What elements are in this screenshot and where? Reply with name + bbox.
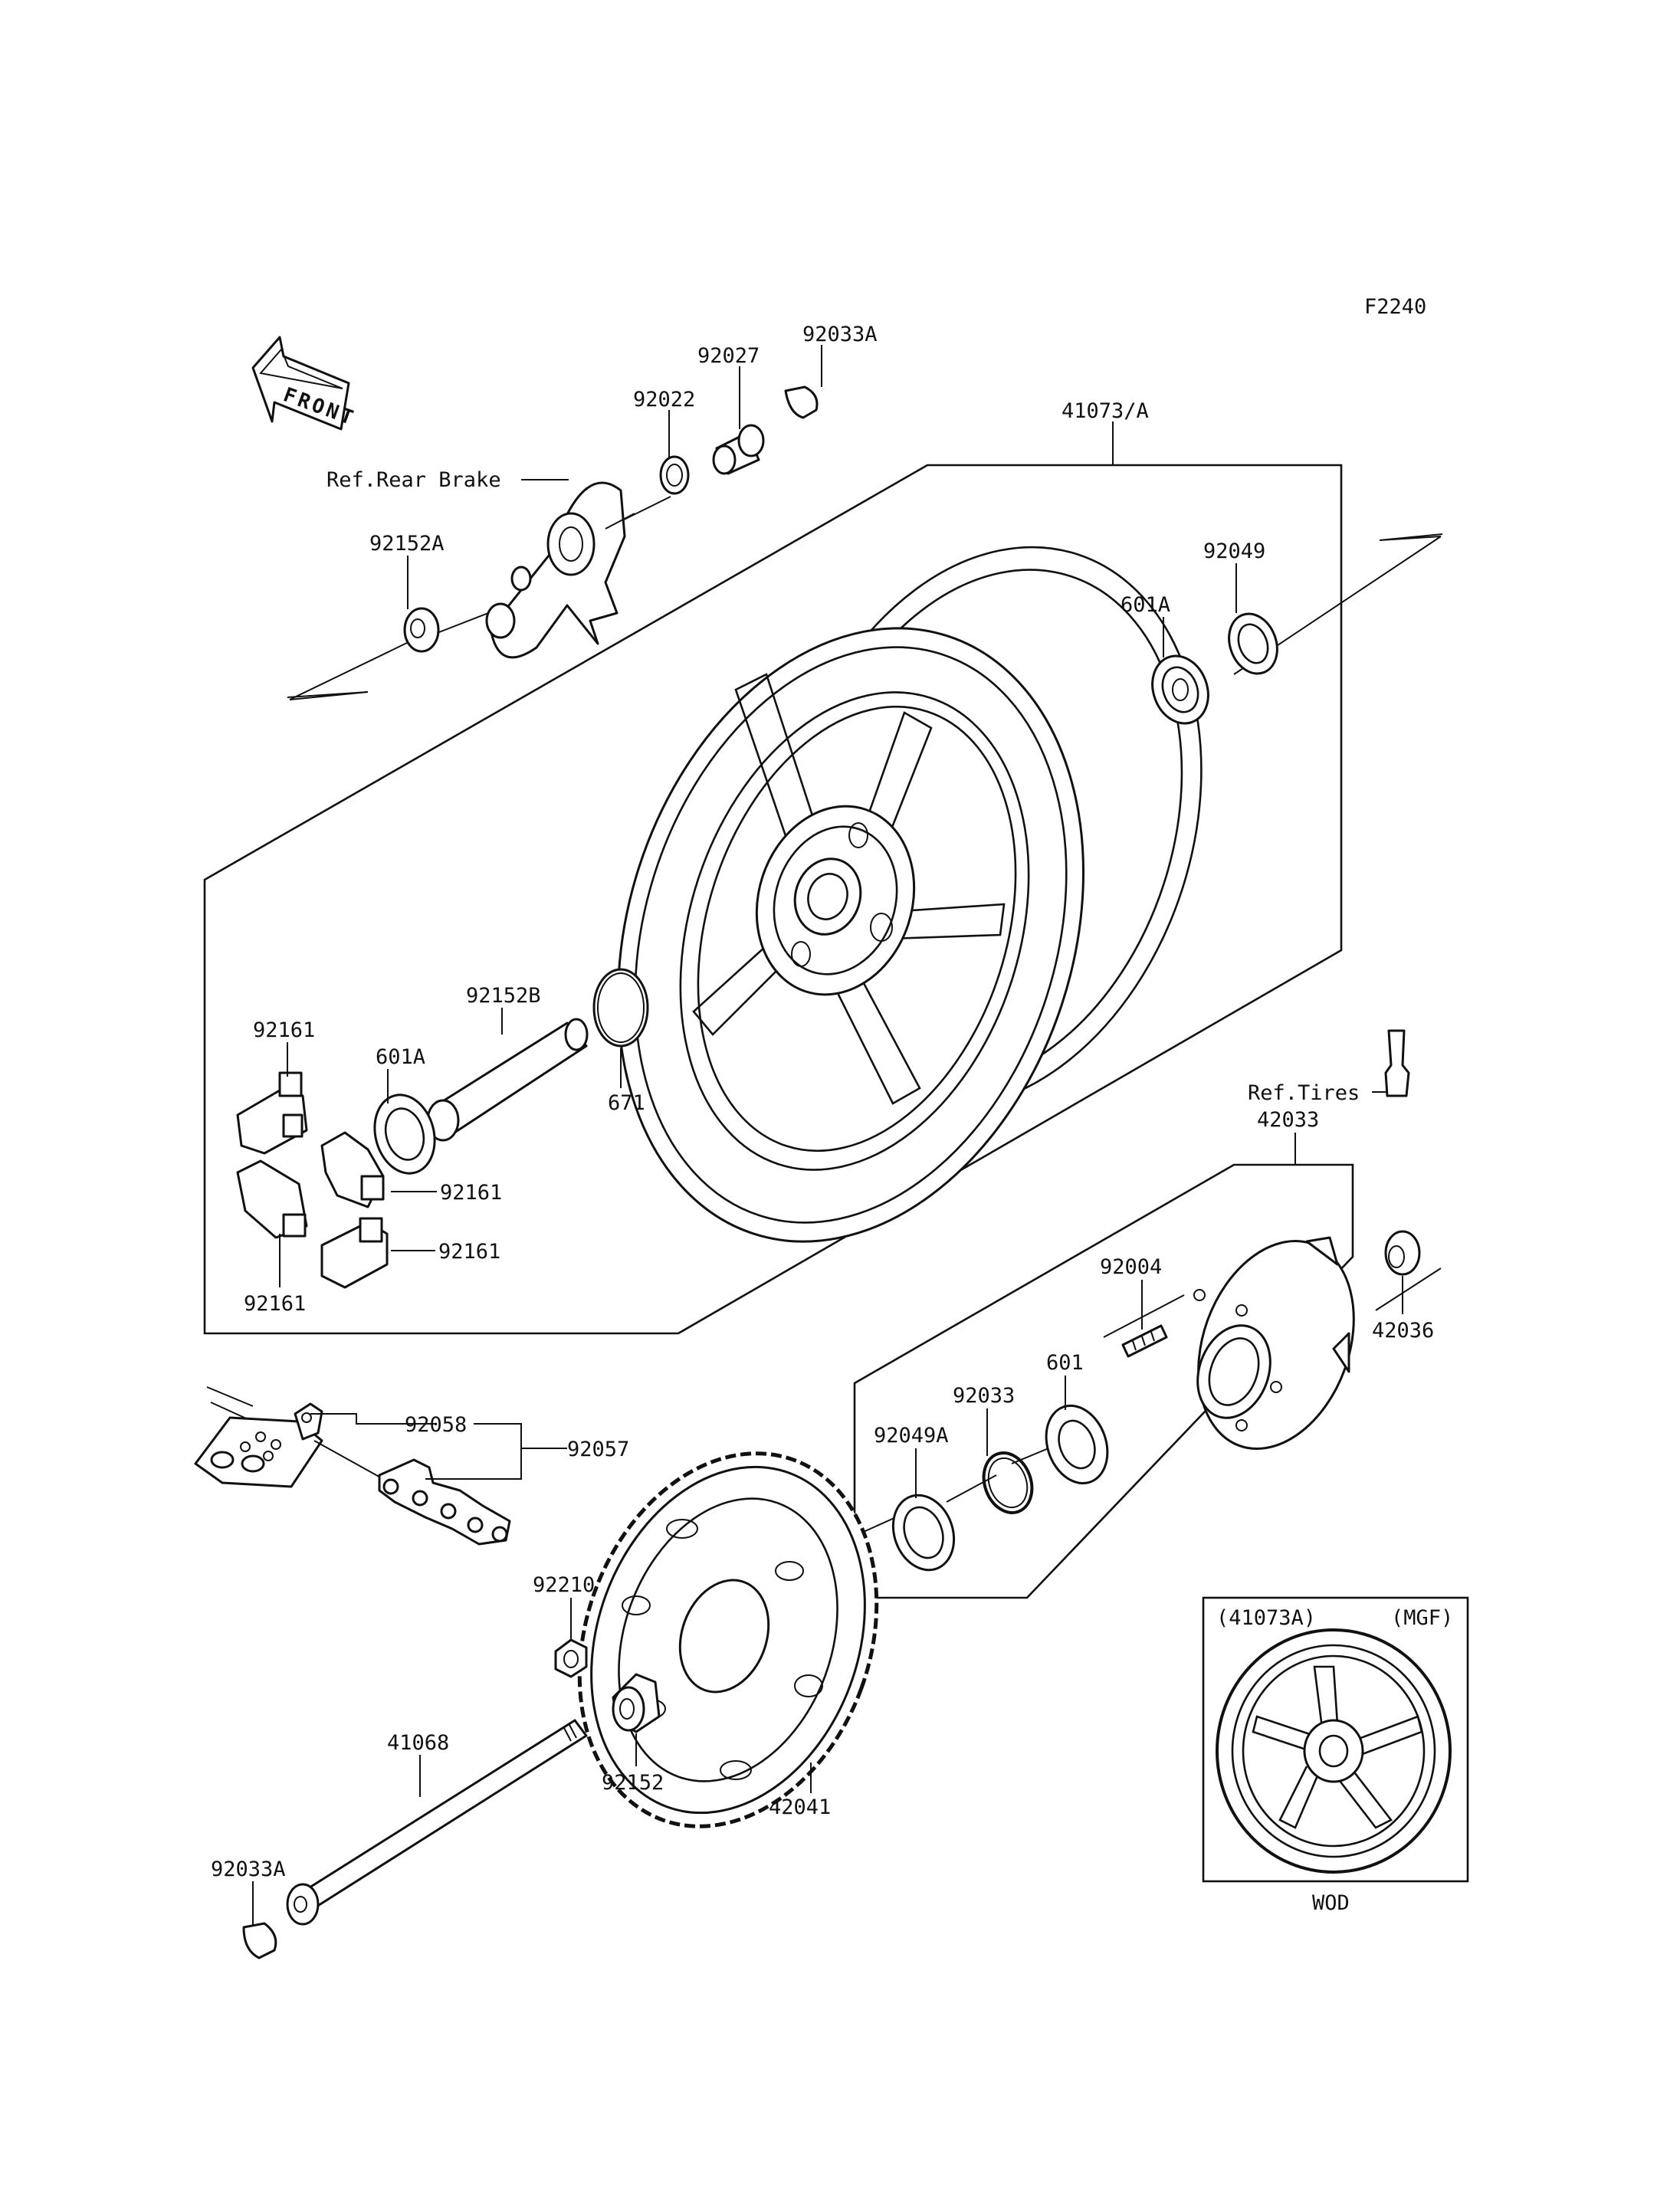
label-42041: 42041 (769, 1795, 831, 1819)
stud-92004 (1121, 1324, 1168, 1358)
label-92161-bottom: 92161 (244, 1292, 306, 1316)
label-92152B: 92152B (466, 984, 541, 1008)
leader-lines (252, 345, 1403, 1925)
label-601A-left: 601A (376, 1045, 425, 1069)
wheel-assembly-frame (203, 464, 1343, 1335)
label-92057: 92057 (567, 1438, 629, 1461)
inset-variant-label: (MGF) (1391, 1606, 1453, 1630)
label-601: 601 (1046, 1351, 1084, 1375)
label-92161-mid: 92161 (440, 1181, 502, 1205)
washer-92022 (659, 455, 690, 495)
label-92033A-top: 92033A (802, 323, 878, 346)
o-ring-671 (592, 968, 649, 1048)
figure-code: F2240 (1364, 295, 1426, 319)
label-92161-top: 92161 (253, 1018, 315, 1042)
label-41068: 41068 (387, 1731, 449, 1755)
label-92210: 92210 (533, 1573, 595, 1597)
drive-chain (194, 1386, 511, 1546)
bearing-601A-left (373, 1094, 436, 1175)
tire-valve-icon (1384, 1029, 1410, 1097)
bushing-92027 (712, 424, 765, 475)
collar-92152A (403, 607, 440, 653)
seal-92049A (891, 1494, 956, 1572)
inset-caption: WOD (1312, 1891, 1350, 1915)
front-arrow-icon: FRONT (251, 336, 359, 431)
label-92161-low: 92161 (438, 1240, 500, 1264)
rear-wheel (616, 546, 1203, 1243)
clip-92033A-bottom (242, 1922, 277, 1959)
label-92049: 92049 (1203, 539, 1265, 563)
seal-92049 (1228, 612, 1278, 675)
nut-92210 (554, 1638, 588, 1678)
label-601A-right: 601A (1121, 593, 1170, 617)
damper-92161-right (320, 1131, 385, 1208)
label-42036: 42036 (1372, 1319, 1434, 1343)
damper-92161-bottom (320, 1217, 389, 1289)
label-ref-tires: Ref.Tires (1248, 1081, 1360, 1105)
sprocket-hub-42033 (1193, 1236, 1355, 1451)
label-92004: 92004 (1100, 1255, 1162, 1279)
circlip-92033 (982, 1451, 1034, 1514)
damper-92161-left (236, 1159, 308, 1239)
label-92027: 92027 (697, 344, 760, 368)
label-92049A: 92049A (874, 1424, 949, 1448)
collar-42036 (1384, 1230, 1421, 1276)
collar-92152 (612, 1673, 661, 1733)
inset-wheel-variant: (41073A) (MGF) WOD (1202, 1596, 1469, 1915)
label-42033: 42033 (1257, 1108, 1319, 1132)
label-41073: 41073/A (1061, 399, 1149, 423)
label-92058: 92058 (405, 1413, 467, 1437)
label-ref-rear-brake: Ref.Rear Brake (326, 468, 501, 492)
collar-92152B (426, 1018, 589, 1142)
label-92152: 92152 (602, 1771, 664, 1795)
caliper-bracket (485, 481, 635, 659)
label-92033: 92033 (953, 1384, 1015, 1408)
bearing-601A-right (1151, 654, 1209, 725)
part-labels: 92033A 92027 92022 41073/A Ref.Rear Brak… (211, 323, 1434, 1881)
label-92033A-bottom: 92033A (211, 1858, 286, 1881)
sprocket-42041 (577, 1451, 879, 1828)
axle-41068 (286, 1719, 588, 1926)
label-671: 671 (608, 1091, 645, 1115)
inset-part-label: (41073A) (1216, 1606, 1316, 1630)
hub-assembly-frame (853, 1163, 1354, 1599)
damper-92161-top (236, 1071, 308, 1155)
label-92022: 92022 (633, 388, 695, 412)
clip-92033A-top (784, 385, 819, 419)
label-92152A: 92152A (369, 532, 445, 556)
bearing-601 (1045, 1404, 1109, 1485)
